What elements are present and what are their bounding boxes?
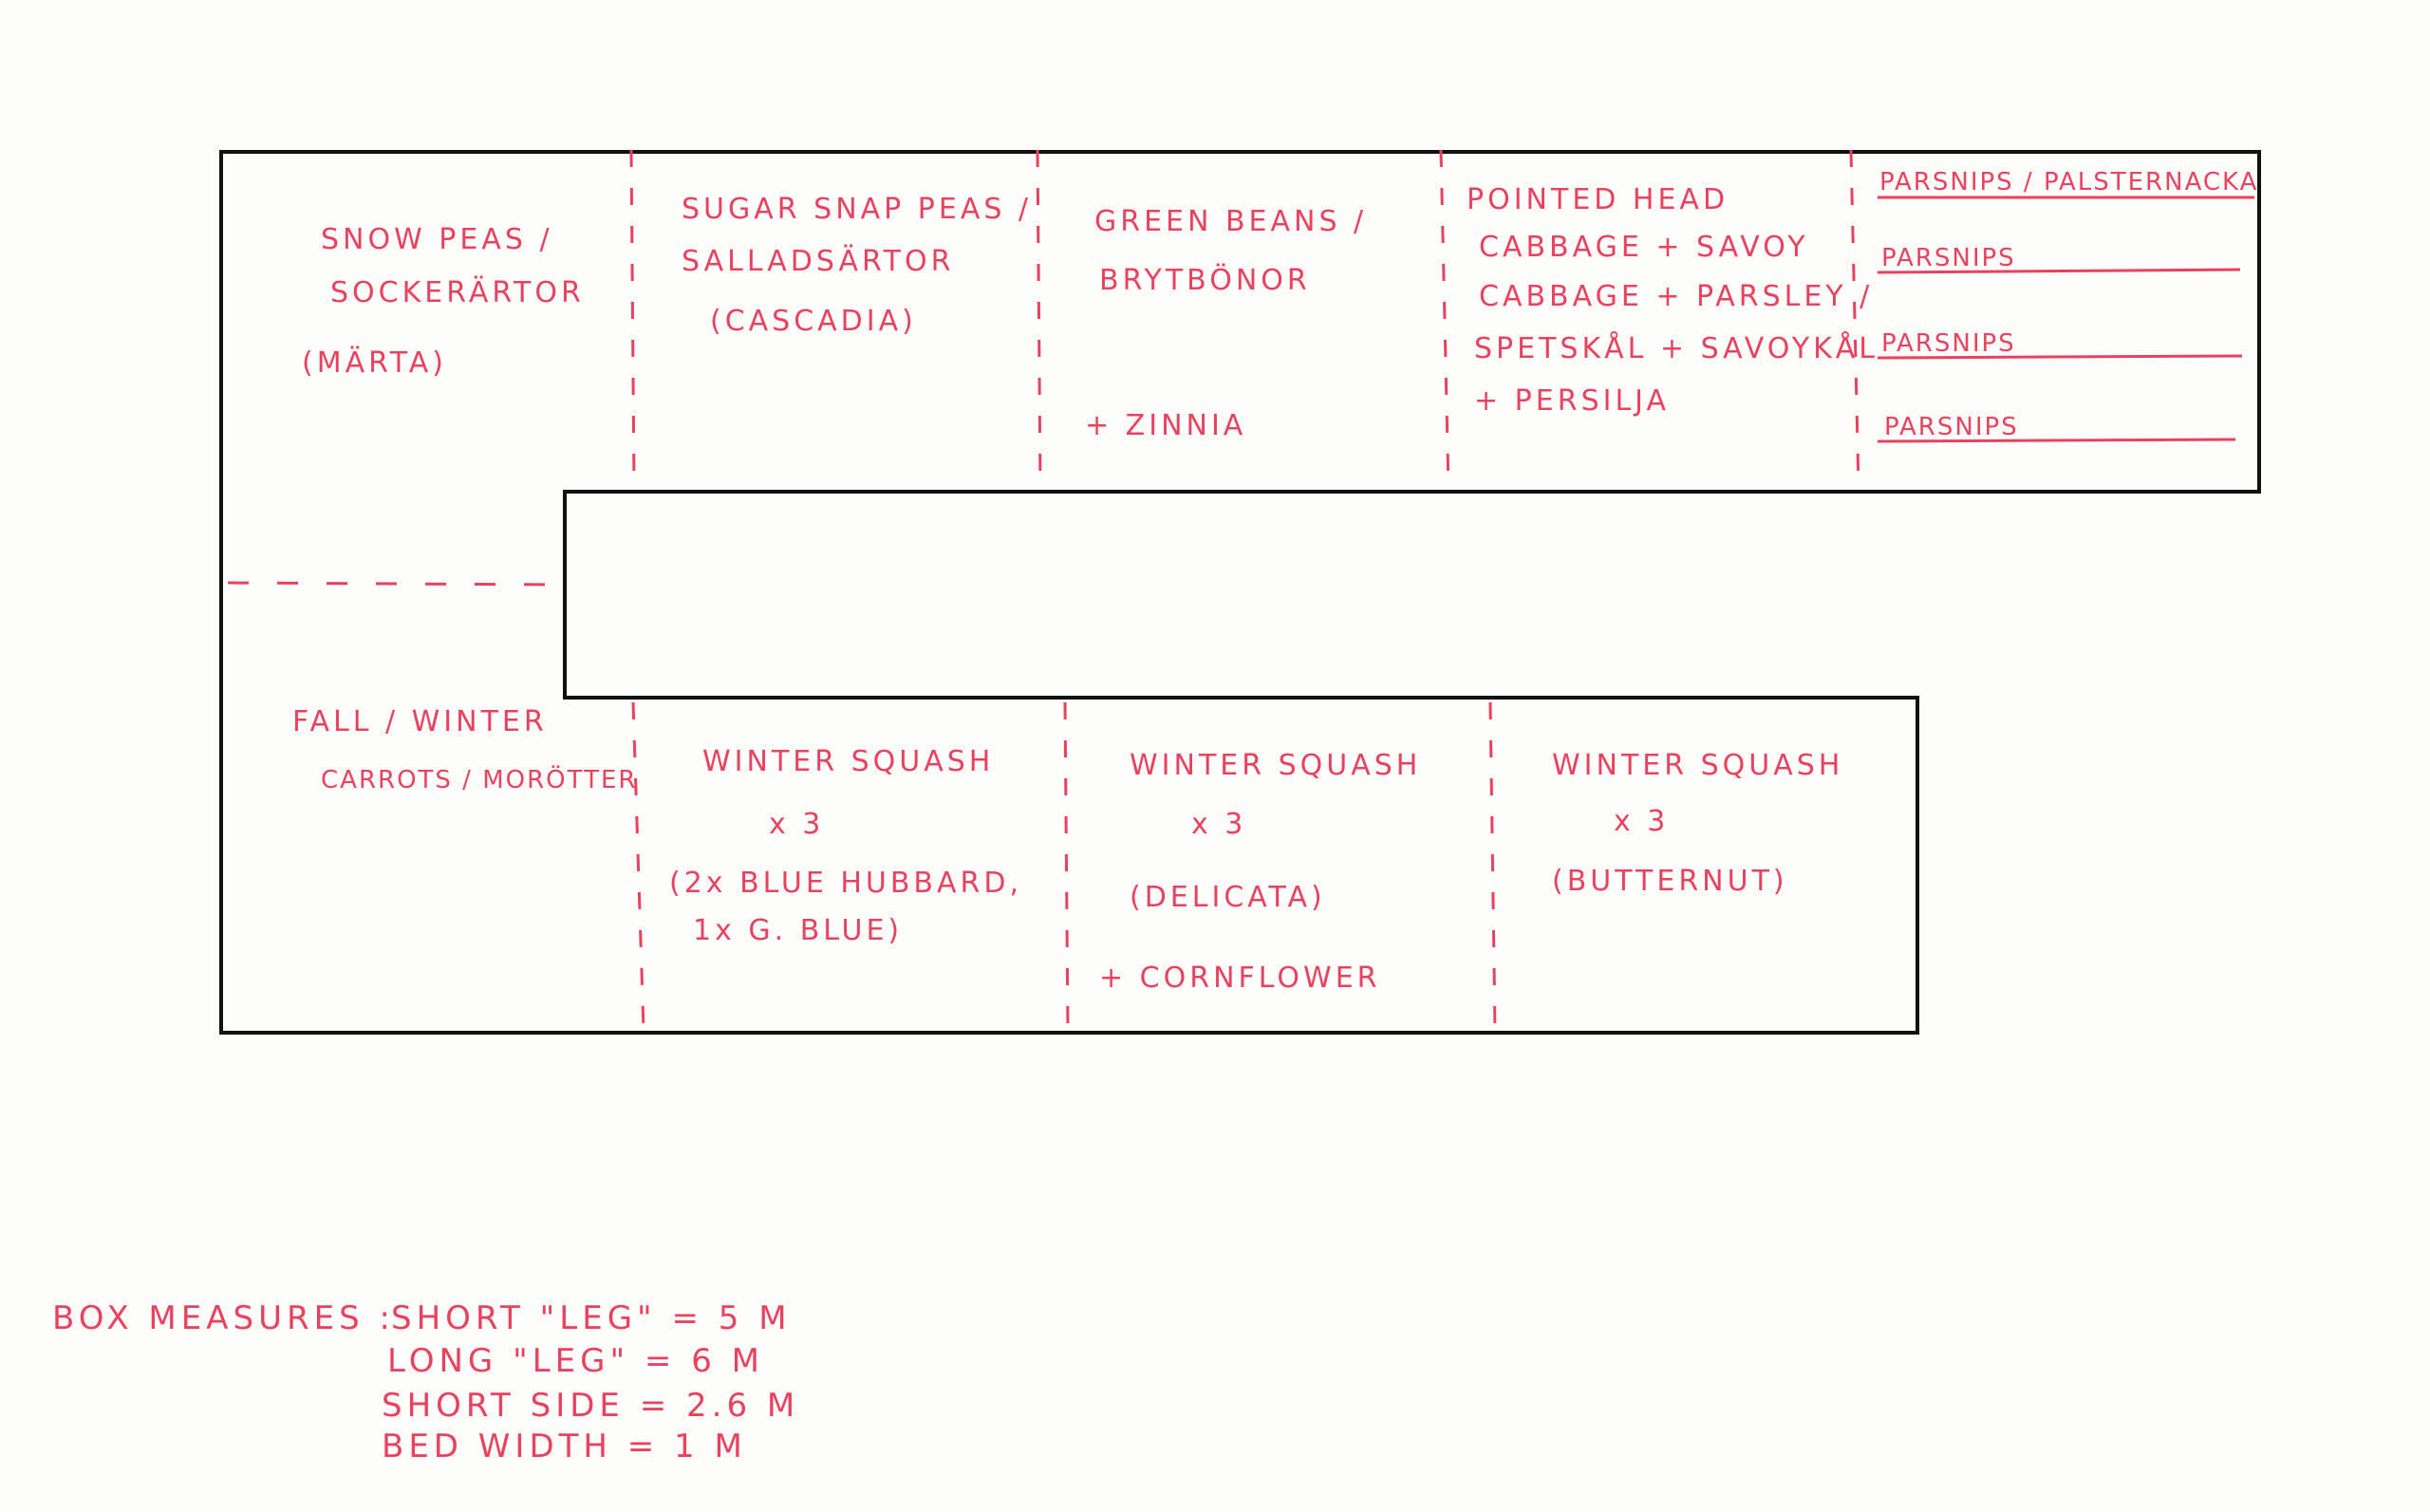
squash-2-line-1: WINTER SQUASH (1130, 749, 1421, 782)
section-cabbage: POINTED HEAD CABBAGE + SAVOY CABBAGE + P… (1467, 183, 1879, 418)
measures-label: BOX MEASURES : (52, 1299, 395, 1337)
cabbage-line-2: CABBAGE + SAVOY (1479, 231, 1809, 264)
divider-3 (1439, 149, 1450, 491)
divider-7 (1488, 701, 1497, 1032)
carrots-line-2: CARROTS / MORÖTTER (321, 764, 637, 794)
sugar-snap-line-1: SUGAR SNAP PEAS / (682, 193, 1032, 226)
bottom-dividers (631, 701, 1497, 1032)
section-carrots: FALL / WINTER CARROTS / MORÖTTER (292, 705, 637, 794)
snow-peas-line-2: SOCKERÄRTOR (330, 275, 585, 309)
divider-6 (1063, 701, 1070, 1032)
squash-3-line-1: WINTER SQUASH (1552, 749, 1843, 782)
cabbage-line-3: CABBAGE + PARSLEY / (1479, 280, 1873, 313)
section-sugar-snap: SUGAR SNAP PEAS / SALLADSÄRTOR (CASCADIA… (682, 193, 1032, 338)
parsnips-line-4: PARSNIPS (1884, 413, 2019, 441)
divider-1 (629, 149, 636, 491)
section-squash-2: WINTER SQUASH x 3 (DELICATA) + CORNFLOWE… (1099, 749, 1421, 995)
green-beans-line-2: BRYTBÖNOR (1099, 263, 1311, 297)
parsnip-underline-2 (1877, 268, 2241, 274)
divider-5 (631, 701, 645, 1032)
bed-outline (219, 150, 2261, 1035)
left-leg-divider (227, 581, 561, 587)
cabbage-line-4: SPETSKÅL + SAVOYKÅL (1474, 331, 1879, 365)
squash-1-line-1: WINTER SQUASH (702, 745, 994, 778)
snow-peas-line-3: (MÄRTA) (302, 345, 447, 380)
squash-1-line-2: x 3 (769, 808, 824, 841)
parsnips-line-1: PARSNIPS / PALSTERNACKA (1879, 168, 2258, 196)
cabbage-line-1: POINTED HEAD (1467, 183, 1729, 216)
section-squash-3: WINTER SQUASH x 3 (BUTTERNUT) (1552, 749, 1843, 898)
section-snow-peas: SNOW PEAS / SOCKERÄRTOR (MÄRTA) (302, 223, 585, 380)
parsnips-line-2: PARSNIPS (1881, 244, 2016, 272)
divider-4 (1849, 149, 1860, 491)
squash-3-line-3: (BUTTERNUT) (1552, 865, 1788, 898)
squash-2-companion: + CORNFLOWER (1099, 961, 1381, 995)
measure-bed-width: BED WIDTH = 1 M (382, 1428, 747, 1465)
cabbage-line-5: + PERSILJA (1474, 384, 1670, 418)
section-squash-1: WINTER SQUASH x 3 (2x BLUE HUBBARD, 1x G… (669, 745, 1022, 947)
sugar-snap-line-3: (CASCADIA) (710, 305, 917, 338)
squash-1-line-4: 1x G. BLUE) (693, 914, 903, 947)
green-beans-companion: + ZINNIA (1085, 409, 1246, 442)
green-beans-line-1: GREEN BEANS / (1094, 205, 1367, 238)
measure-long-leg: LONG "LEG" = 6 M (387, 1342, 764, 1380)
carrots-line-1: FALL / WINTER (292, 705, 548, 738)
divider-2 (1036, 149, 1042, 491)
sugar-snap-line-2: SALLADSÄRTOR (682, 244, 954, 278)
parsnip-underline-4 (1877, 438, 2236, 443)
box-measures: BOX MEASURES : SHORT "LEG" = 5 M LONG "L… (52, 1299, 799, 1465)
parsnip-underlines (1877, 196, 2254, 443)
measure-short-side: SHORT SIDE = 2.6 M (382, 1387, 799, 1425)
parsnip-underline-3 (1877, 354, 2243, 360)
section-parsnips: PARSNIPS / PALSTERNACKA PARSNIPS PARSNIP… (1879, 168, 2258, 441)
squash-2-line-2: x 3 (1191, 808, 1246, 841)
snow-peas-line-1: SNOW PEAS / (321, 223, 553, 256)
squash-2-line-3: (DELICATA) (1130, 881, 1326, 914)
squash-1-line-3: (2x BLUE HUBBARD, (669, 867, 1022, 900)
measure-short-leg: SHORT "LEG" = 5 M (391, 1299, 792, 1337)
section-green-beans: GREEN BEANS / BRYTBÖNOR + ZINNIA (1085, 205, 1367, 442)
parsnips-line-3: PARSNIPS (1881, 329, 2016, 358)
squash-3-line-2: x 3 (1614, 805, 1669, 838)
